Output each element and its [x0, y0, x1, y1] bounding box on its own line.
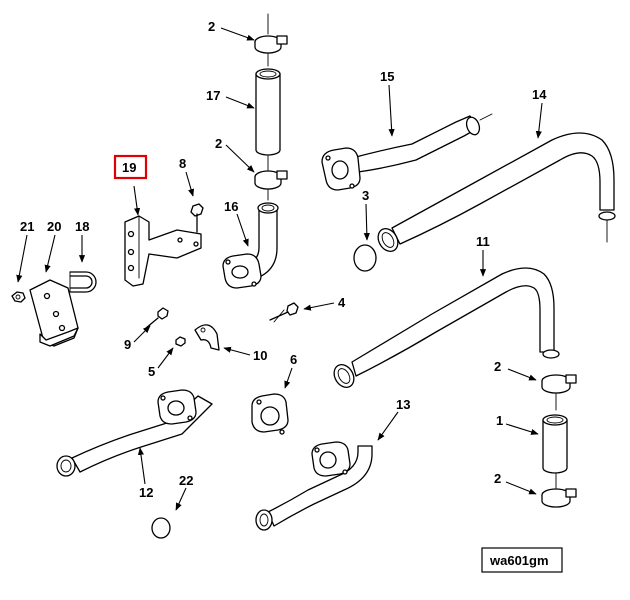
callout-1: 1 — [496, 413, 503, 428]
figure-id-badge: wa601gm — [481, 547, 563, 573]
callout-21: 21 — [20, 219, 34, 234]
o-ring-part-3 — [353, 244, 377, 272]
callout-15: 15 — [380, 69, 394, 84]
callout-9: 9 — [124, 337, 131, 352]
nut-part-5 — [175, 336, 186, 347]
callout-19: 19 — [122, 160, 136, 175]
hose-part-17 — [255, 68, 281, 156]
callout-11: 11 — [476, 234, 490, 249]
bolt-part-8 — [190, 203, 204, 233]
bolt-part-9 — [145, 307, 169, 329]
hose-assembly-1 — [541, 374, 577, 508]
bracket-part-19 — [124, 215, 202, 287]
clamp-part-2-top — [254, 35, 288, 54]
pipe-part-11 — [333, 267, 560, 388]
bracket-part-20 — [29, 279, 79, 347]
callout-16: 16 — [224, 199, 238, 214]
callout-14: 14 — [532, 87, 547, 102]
shield-part-10 — [194, 324, 220, 351]
callout-leaders — [16, 27, 543, 511]
clamp-part-2-right-top — [541, 374, 577, 394]
callout-3: 3 — [362, 188, 369, 203]
callout-8: 8 — [179, 156, 186, 171]
callout-2-right-bottom: 2 — [494, 471, 501, 486]
callout-10: 10 — [253, 348, 267, 363]
callout-4: 4 — [338, 295, 346, 310]
pipe-part-14 — [377, 132, 616, 252]
clamp-part-2-right-bottom — [541, 488, 577, 508]
figure-id: wa601gm — [489, 553, 549, 568]
hose-assembly-17 — [254, 13, 288, 201]
highlight-box — [113, 154, 148, 180]
callout-22: 22 — [179, 473, 193, 488]
callout-17: 17 — [206, 88, 220, 103]
pipe-part-12 — [56, 389, 213, 477]
nut-part-21 — [11, 291, 26, 303]
callout-labels: 2 17 2 15 14 8 16 3 21 20 18 11 4 9 5 10… — [20, 19, 547, 500]
clamp-part-2-middle — [254, 170, 288, 190]
bolt-part-4 — [269, 302, 299, 323]
callout-6: 6 — [290, 352, 297, 367]
callout-19-highlight: 19 — [113, 154, 148, 180]
callout-18: 18 — [75, 219, 89, 234]
pipe-part-15 — [321, 115, 481, 191]
gasket-part-6 — [251, 393, 289, 435]
u-bolt-part-18 — [69, 271, 97, 293]
callout-2-top: 2 — [208, 19, 215, 34]
callout-2-middle: 2 — [215, 136, 222, 151]
hose-part-1 — [542, 414, 568, 474]
callout-2-right-top: 2 — [494, 359, 501, 374]
callout-5: 5 — [148, 364, 155, 379]
callout-12: 12 — [139, 485, 153, 500]
o-ring-part-22 — [151, 517, 171, 539]
callout-13: 13 — [396, 397, 410, 412]
pipe-part-13 — [255, 441, 373, 531]
callout-20: 20 — [47, 219, 61, 234]
elbow-part-16 — [222, 202, 279, 289]
